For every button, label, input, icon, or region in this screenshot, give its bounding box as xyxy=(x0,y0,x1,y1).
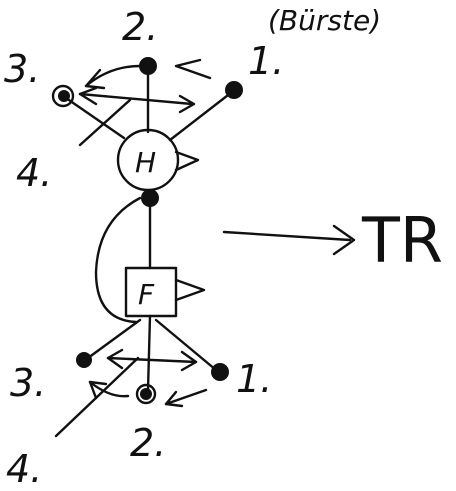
lower-double-arrow-heads xyxy=(106,348,198,372)
lower-arm-2-label: 2. xyxy=(130,421,166,465)
upper-arrow-left-head xyxy=(84,68,106,90)
lower-arm-3 xyxy=(86,318,142,360)
upper-arms xyxy=(51,57,243,147)
lower-node: F xyxy=(124,266,206,318)
upper-arm-3-label: 3. xyxy=(4,47,40,91)
upper-arm-3-ring xyxy=(51,84,75,108)
upper-arm-4-label: 4. xyxy=(16,151,52,195)
upper-arm-1-dot xyxy=(225,81,243,99)
lower-double-arrow xyxy=(106,356,198,364)
upper-arm-3-dot xyxy=(58,90,70,102)
result-arrow-head xyxy=(332,224,356,256)
lower-arm-4 xyxy=(54,356,140,438)
result-arrow xyxy=(222,224,356,256)
lower-arrow-left xyxy=(88,380,130,398)
upper-arrow-right xyxy=(174,58,212,80)
upper-arm-4 xyxy=(78,98,132,147)
upper-arm-3 xyxy=(64,96,126,140)
lower-arm-4-label: 4. xyxy=(6,447,42,491)
upper-arm-2-label: 2. xyxy=(122,5,158,49)
lower-arm-3-dot xyxy=(76,352,92,368)
upper-node-label: H xyxy=(135,146,156,179)
lower-node-flag xyxy=(174,278,206,302)
lower-arrow-right-head xyxy=(164,390,184,408)
upper-arm-2-dot xyxy=(139,57,157,75)
lower-arm-1-label: 1. xyxy=(236,357,272,401)
lower-arm-2-ring xyxy=(135,383,157,405)
lower-arm-2-dot xyxy=(140,388,152,400)
result-label: TR xyxy=(361,204,443,277)
lower-arms xyxy=(54,314,229,438)
lower-arm-2 xyxy=(146,314,152,392)
lower-arm-1 xyxy=(154,318,218,372)
lower-arm-3-label: 3. xyxy=(10,361,46,405)
upper-node-flag xyxy=(174,150,200,172)
upper-double-arrow-heads xyxy=(78,86,196,114)
upper-node: H xyxy=(116,128,200,207)
upper-arm-1 xyxy=(168,90,234,142)
upper-arrows xyxy=(78,58,212,114)
side-connector xyxy=(94,196,142,324)
lower-arrow-right xyxy=(164,388,208,406)
upper-node-bottom-dot xyxy=(141,189,159,207)
lower-arrows xyxy=(88,348,208,408)
result-arrow-shaft xyxy=(222,230,352,242)
lower-node-label: F xyxy=(138,278,155,311)
upper-arm-1-label: 1. xyxy=(248,39,284,83)
top-note-label: (Bürste) xyxy=(268,4,381,37)
upper-double-arrow xyxy=(78,92,194,106)
lower-arm-1-dot xyxy=(211,363,229,381)
lower-arrow-left-head xyxy=(88,380,108,400)
